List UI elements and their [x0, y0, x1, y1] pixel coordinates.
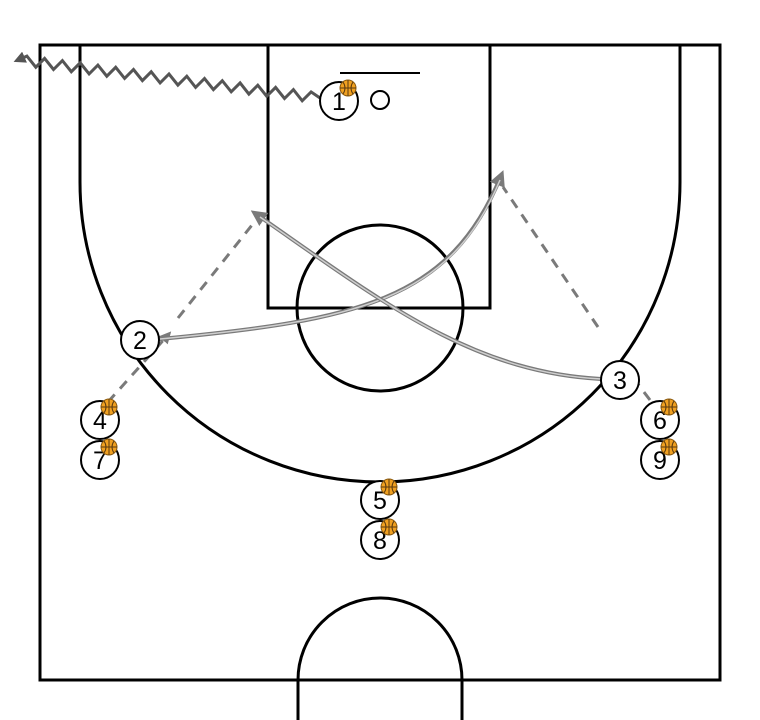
cut-line-player-3 — [250, 210, 603, 381]
player-number-label: 9 — [653, 447, 667, 475]
rim — [370, 90, 390, 110]
player-number-label: 6 — [653, 407, 667, 435]
basketball-icon — [660, 438, 678, 456]
player-2: 2 — [120, 320, 160, 360]
player-number-label: 7 — [93, 447, 107, 475]
player-number-label: 3 — [613, 367, 627, 395]
basketball-icon — [660, 398, 678, 416]
player-4: 4 — [80, 398, 120, 440]
players: 1 2 3 4 5 6 7 8 9 — [80, 79, 680, 560]
player-number-label: 4 — [93, 407, 107, 435]
player-8: 8 — [360, 518, 400, 560]
basketball-icon — [100, 398, 118, 416]
free-throw-lane — [266, 43, 492, 310]
screen-line-right-wing — [501, 186, 600, 328]
basketball-icon — [100, 438, 118, 456]
player-number-label: 8 — [373, 527, 387, 555]
player-6: 6 — [640, 398, 680, 440]
basketball-icon — [380, 478, 398, 496]
player-marker — [600, 360, 640, 400]
center-circle — [296, 596, 464, 720]
three-point-line — [78, 45, 682, 484]
cut-line-player-2-highlight — [159, 179, 501, 340]
player-7: 7 — [80, 438, 120, 480]
player-1: 1 — [319, 79, 359, 121]
player-number-label: 1 — [332, 88, 346, 116]
free-throw-circle — [295, 223, 465, 393]
player-3: 3 — [600, 360, 640, 400]
player-5: 5 — [360, 478, 400, 520]
player-number-label: 5 — [373, 487, 387, 515]
play-actions — [13, 51, 652, 404]
player-number-label: 2 — [133, 327, 147, 355]
player-marker — [120, 320, 160, 360]
player-9: 9 — [640, 438, 680, 480]
basketball-icon — [339, 79, 357, 97]
dribble-line-player-1 — [13, 51, 321, 104]
cut-line-player-3-highlight — [259, 216, 602, 380]
basketball-icon — [380, 518, 398, 536]
screen-line-left-wing — [176, 219, 258, 319]
